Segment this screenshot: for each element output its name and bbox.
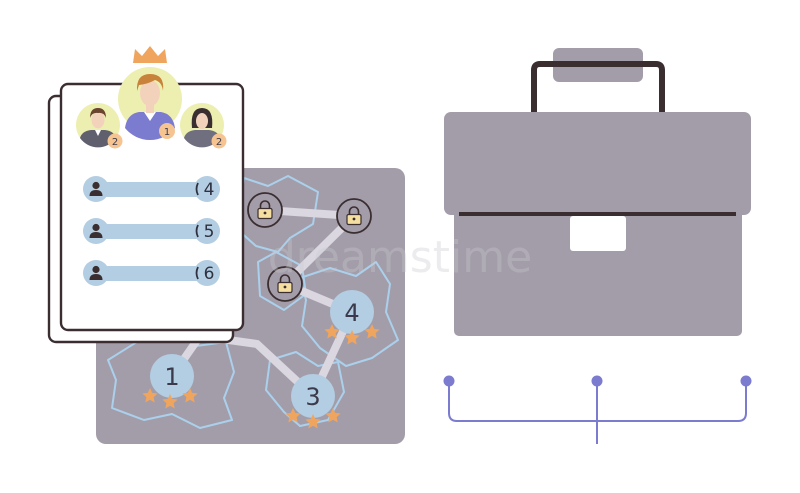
user-icon: [89, 223, 103, 238]
timeline-point[interactable]: [443, 375, 455, 387]
star-rating: [285, 408, 341, 429]
level-number: 4: [344, 299, 359, 327]
player-avatar-3[interactable]: 2: [180, 103, 227, 149]
rank-number: 2: [112, 137, 118, 148]
points-value: 4: [204, 180, 215, 200]
star-rating: [324, 324, 380, 345]
briefcase-seam: [459, 212, 736, 216]
leaderboard-card: 1 2 2: [47, 46, 245, 344]
crown-icon: [133, 46, 167, 63]
locked-level[interactable]: [267, 266, 303, 302]
level-number: 3: [305, 383, 320, 411]
lock-icon: [277, 274, 293, 294]
briefcase-lid: [444, 112, 751, 215]
briefcase-clasp: [570, 216, 626, 251]
star-icon: [142, 388, 158, 403]
star-rating: [142, 388, 198, 409]
timeline: [443, 375, 752, 444]
score-row[interactable]: 4: [83, 176, 220, 202]
star-icon: [344, 330, 360, 345]
level-node-3[interactable]: 3: [285, 374, 341, 429]
score-row[interactable]: 5: [83, 218, 220, 244]
briefcase-body: [454, 196, 742, 336]
player-avatar-2[interactable]: 2: [76, 103, 123, 149]
rank-badge: [211, 133, 227, 149]
level-number: 1: [164, 363, 179, 391]
rank-number: 2: [216, 137, 222, 148]
score-row[interactable]: 6: [83, 260, 220, 286]
star-icon: [324, 324, 340, 339]
briefcase-handle-frame: [531, 61, 665, 120]
timeline-point[interactable]: [591, 375, 603, 387]
lock-icon: [346, 206, 362, 226]
rank-badge: [107, 133, 123, 149]
locked-level[interactable]: [247, 192, 283, 228]
points-value: 5: [204, 222, 215, 242]
player-avatar-1[interactable]: 1: [118, 46, 182, 141]
progress-bar: [92, 182, 198, 197]
level-node-1[interactable]: 1: [142, 354, 198, 409]
star-icon: [305, 414, 321, 429]
star-icon: [364, 324, 380, 339]
user-icon: [89, 265, 103, 280]
locked-level[interactable]: [336, 198, 372, 234]
user-icon: [89, 181, 103, 196]
star-icon: [162, 394, 178, 409]
star-icon: [325, 408, 341, 423]
progress-bar: [92, 224, 198, 239]
points-badge: [194, 260, 220, 286]
points-badge: [194, 218, 220, 244]
star-icon: [285, 408, 301, 423]
star-icon: [182, 388, 198, 403]
timeline-point[interactable]: [740, 375, 752, 387]
rank-badge: [159, 123, 175, 139]
points-value: 6: [204, 264, 215, 284]
level-node-4[interactable]: 4: [324, 290, 380, 345]
rank-number: 1: [164, 127, 170, 138]
progress-bar: [92, 266, 198, 281]
lock-icon: [257, 200, 273, 220]
briefcase-icon[interactable]: [444, 48, 751, 336]
points-badge: [194, 176, 220, 202]
watermark: dreamstime: [268, 232, 532, 283]
